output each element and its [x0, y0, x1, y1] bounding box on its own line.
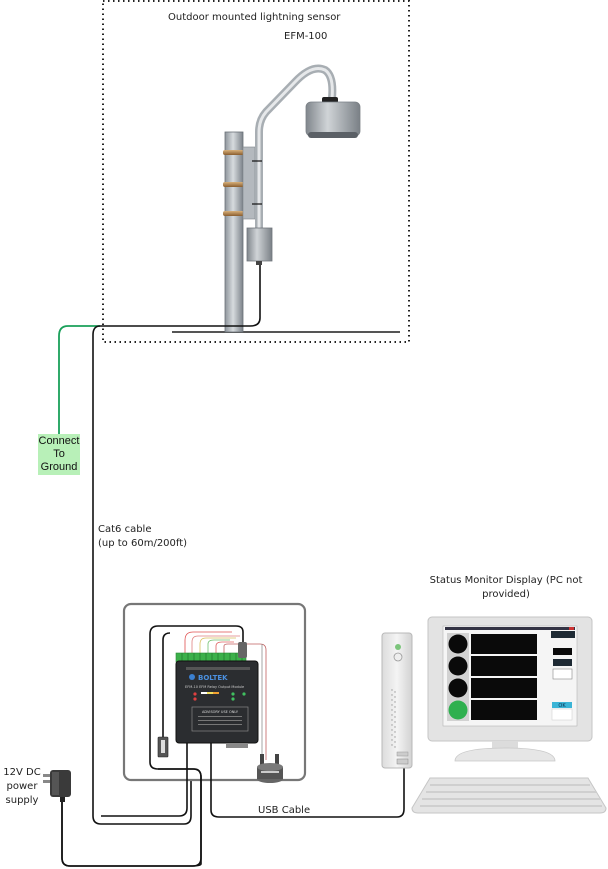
mounting-pole — [223, 131, 256, 333]
pc-label: Status Monitor Display (PC not provided) — [426, 574, 586, 602]
sensor-title: Outdoor mounted lightning sensor — [168, 12, 341, 23]
pole-clamp — [223, 211, 245, 216]
ferrite-core — [238, 642, 247, 658]
relay-wires — [184, 631, 267, 765]
ground-label: Connect To Ground — [38, 434, 80, 475]
cable-label-line2: (up to 60m/200ft) — [98, 538, 188, 549]
status-panel-1 — [471, 634, 537, 654]
pole-clamp — [223, 150, 245, 155]
tower-vents — [391, 689, 396, 748]
status-light-2 — [448, 656, 468, 676]
usb-cable-label: USB Cable — [258, 805, 311, 816]
module-name: EFM-10 EFM Relay Output Module — [185, 685, 244, 689]
clock-display — [551, 631, 575, 638]
status-light-1 — [448, 634, 468, 654]
ground-wire — [58, 325, 100, 434]
status-light-3 — [448, 678, 468, 698]
power-label-line1: 12V DC — [3, 767, 41, 778]
status-panel-2 — [471, 656, 537, 676]
module-notice: ADVISORY USE ONLY — [202, 710, 239, 714]
module-brand: BOLTEK — [198, 674, 228, 682]
power-adapter — [43, 770, 71, 802]
ok-button — [552, 702, 572, 708]
pc-label-line1: Status Monitor Display (PC not — [429, 575, 583, 586]
power-label-line3: supply — [5, 795, 39, 806]
status-panel-4 — [471, 700, 537, 720]
window-titlebar — [445, 627, 575, 630]
relay-output-module: BOLTEK EFM-10 EFM Relay Output Module AD… — [175, 660, 259, 748]
status-light-4 — [448, 700, 468, 720]
power-label-line2: power — [6, 781, 38, 792]
alarm-device — [257, 754, 283, 783]
pc-tower — [381, 632, 413, 769]
keyboard — [411, 777, 607, 814]
sensor-cable — [100, 265, 261, 327]
sensor-arm — [255, 64, 337, 236]
pole-clamp — [223, 182, 245, 187]
ground-label-line3: Ground — [40, 461, 78, 473]
monitor: OK — [427, 616, 593, 762]
efm-100-sensor-head — [305, 97, 361, 138]
ground-label-line1: Connect — [38, 435, 80, 447]
junction-box — [246, 227, 273, 262]
sensor-enclosure-outline — [102, 0, 410, 343]
pc-label-line2: provided) — [482, 589, 530, 600]
usb-cable — [210, 743, 405, 818]
cat6-cable — [92, 325, 192, 825]
cable-label-line1: Cat6 cable — [98, 524, 152, 535]
cable-label: Cat6 cable (up to 60m/200ft) — [98, 523, 187, 551]
ground-label-line2: To — [53, 448, 65, 460]
sensor-model: EFM-100 — [284, 31, 328, 42]
status-panel-3 — [471, 678, 537, 698]
usb-port — [396, 758, 409, 765]
power-label: 12V DC power supply — [2, 766, 42, 808]
ok-button-label: OK — [558, 703, 566, 709]
